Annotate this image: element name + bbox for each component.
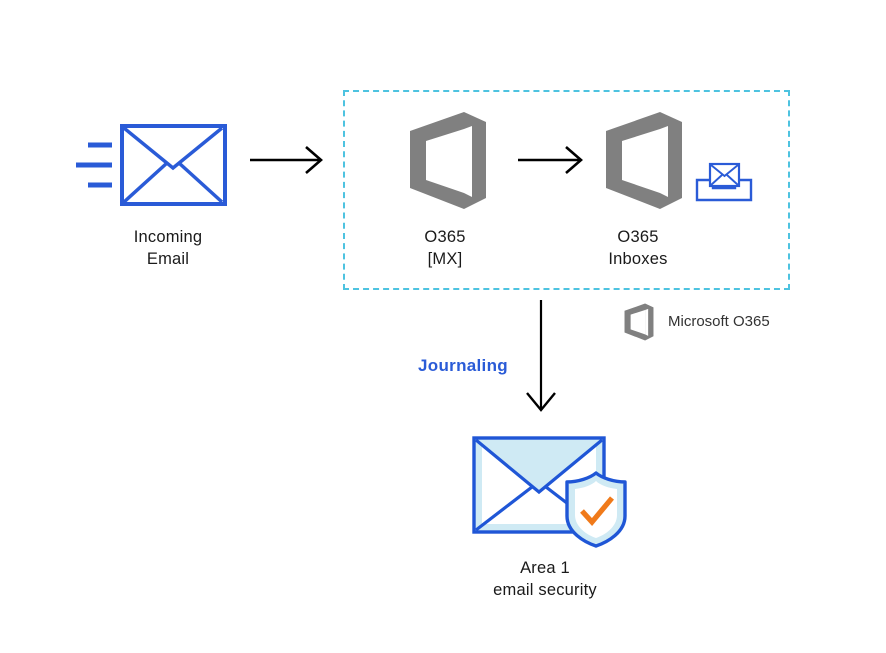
office-365-logo-icon	[606, 112, 682, 209]
incoming-email-label: Incoming Email	[133, 228, 203, 268]
office-logo-inner-panel	[622, 129, 660, 193]
journaling-label: Journaling	[418, 356, 508, 375]
microsoft-o365-zone-boundary	[343, 90, 790, 290]
area1-email-security-icon-group	[468, 432, 633, 548]
o365-inboxes-icon-group	[598, 108, 690, 213]
envelope-diagonal-right	[177, 161, 224, 204]
inbox-envelope-diagonal-right	[726, 174, 739, 186]
inbox-icon-group	[693, 158, 755, 204]
office-logo-front-page	[464, 126, 472, 197]
area1-email-security-label: Area 1 email security	[493, 559, 597, 599]
office-logo-front-page	[645, 308, 649, 336]
area1-envelope-flap	[474, 438, 604, 495]
inbox-envelope-flap	[710, 164, 739, 178]
legend-office-logo-group	[618, 302, 660, 342]
arrow-right-icon	[518, 146, 583, 174]
area1-envelope-flap-fill	[482, 446, 596, 494]
arrow-mx-to-inboxes	[518, 140, 598, 180]
envelope-flap	[122, 126, 224, 171]
check-icon	[580, 496, 614, 526]
office-logo-inner-panel	[426, 129, 464, 193]
arrow-right-icon	[250, 146, 323, 174]
office-logo-inner-panel	[630, 310, 646, 335]
o365-mx-label: O365 [MX]	[424, 228, 466, 268]
office-logo-front-page	[660, 126, 668, 197]
arrow-journaling-down	[518, 300, 564, 420]
legend-label: Microsoft O365	[668, 313, 770, 330]
o365-mx-icon-group	[402, 108, 494, 213]
o365-inboxes-label: O365 Inboxes	[608, 228, 668, 268]
inbox-tray-icon	[695, 162, 753, 202]
area1-envelope-diagonal-left	[475, 485, 533, 532]
envelope-shield-check-icon	[472, 436, 627, 548]
arrow-incoming-to-mx	[250, 140, 330, 180]
office-365-logo-icon	[410, 112, 486, 209]
envelope-motion-icon	[76, 124, 227, 206]
inbox-envelope-diagonal-left	[710, 174, 723, 186]
incoming-email-icon-group	[70, 115, 240, 215]
shield-inner	[575, 481, 617, 538]
office-365-logo-icon	[624, 303, 654, 341]
arrow-down-icon	[526, 300, 556, 412]
envelope-diagonal-left	[122, 161, 169, 204]
